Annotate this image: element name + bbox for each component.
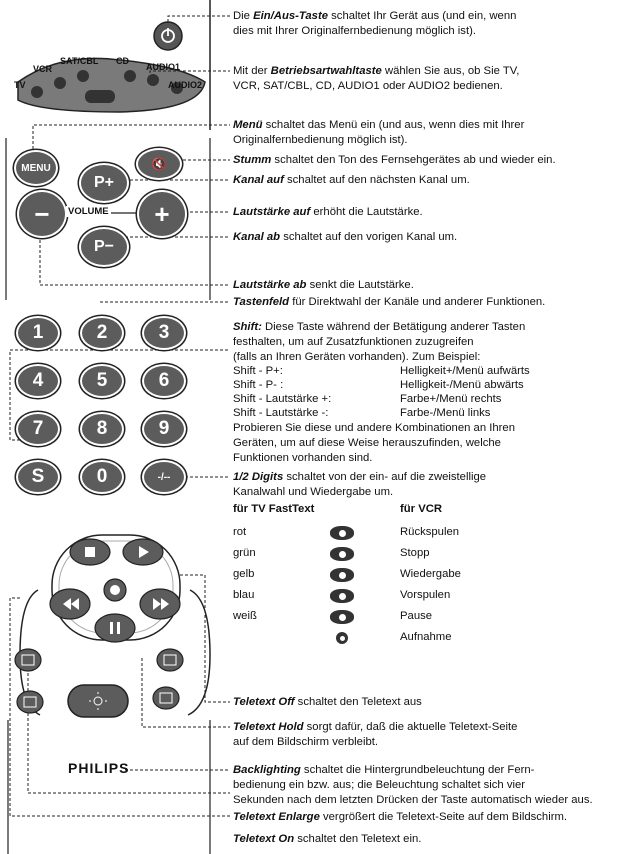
key-0[interactable]: 0: [80, 460, 124, 494]
key-6[interactable]: 6: [142, 364, 186, 398]
table-cell-vcr: Stopp: [400, 547, 430, 559]
table-cell-tv: rot: [233, 526, 247, 538]
mode-label-vcr: VCR: [33, 64, 53, 74]
record-icon: [336, 632, 348, 644]
desc-backlight-3: Sekunden nach dem letzten Drücken der Ta…: [233, 794, 593, 806]
shift-combo-fn: Helligkeit-/Menü abwärts: [400, 379, 524, 391]
desc-mode: Mit der Betriebsartwahltaste wählen Sie …: [233, 65, 520, 77]
desc-teletext-enlarge: Teletext Enlarge vergrößert die Teletext…: [233, 811, 568, 823]
desc-teletext-on: Teletext On schaltet den Teletext ein.: [233, 833, 422, 845]
key-2[interactable]: 2: [80, 316, 124, 350]
volume-label: VOLUME: [66, 206, 111, 217]
desc-shift-10: Funktionen vorhanden sind.: [233, 452, 373, 464]
desc-shift-2: festhalten, um auf Zusatzfunktionen zuzu…: [233, 336, 474, 348]
pause-icon: [330, 610, 354, 624]
desc-power-2: dies mit Ihrer Originalfernbedienung mög…: [233, 25, 476, 37]
desc-digits: 1/2 Digits schaltet von der ein- auf die…: [233, 471, 487, 483]
mute-icon: 🔇: [151, 157, 167, 171]
desc-teletext-hold-2: auf dem Bildschirm verbleibt.: [233, 736, 379, 748]
table-cell-vcr: Pause: [400, 610, 433, 622]
brand-logo: PHILIPS: [68, 760, 130, 776]
desc-mode-2: VCR, SAT/CBL, CD, AUDIO1 oder AUDIO2 bed…: [233, 80, 503, 92]
desc-backlight: Backlighting schaltet die Hintergrundbel…: [233, 764, 535, 776]
fast-forward-icon: [330, 589, 354, 603]
shift-combo-key: Shift - Lautstärke -:: [233, 407, 329, 419]
table-cell-vcr: Rückspulen: [400, 526, 460, 538]
teletext-off-button: [156, 648, 184, 672]
key-7[interactable]: 7: [16, 412, 60, 446]
table-header-tv: für TV FastText: [233, 503, 315, 515]
key-8[interactable]: 8: [80, 412, 124, 446]
desc-mute: Stumm schaltet den Ton des Fernsehgeräte…: [233, 154, 556, 166]
table-cell-vcr: Wiedergabe: [400, 568, 461, 580]
shift-key[interactable]: S: [16, 460, 60, 494]
table-cell-tv: blau: [233, 589, 255, 601]
teletext-hold-button: [152, 686, 180, 710]
play-icon: [330, 568, 354, 582]
mode-label-tv: TV: [14, 80, 26, 90]
teletext-on-button: [14, 648, 42, 672]
table-cell-tv: gelb: [233, 568, 255, 580]
desc-shift-8: Probieren Sie diese und andere Kombinati…: [233, 422, 515, 434]
desc-shift: Shift: Diese Taste während der Betätigun…: [233, 321, 526, 333]
channel-up-button[interactable]: P+: [79, 163, 129, 203]
volume-up-button[interactable]: +: [137, 190, 187, 238]
shift-combo-fn: Helligkeit+/Menü aufwärts: [400, 365, 530, 377]
key-3[interactable]: 3: [142, 316, 186, 350]
desc-teletext-hold: Teletext Hold sorgt dafür, daß die aktue…: [233, 721, 518, 733]
desc-power: Die Ein/Aus-Taste schaltet Ihr Gerät aus…: [233, 10, 517, 22]
key-9[interactable]: 9: [142, 412, 186, 446]
desc-volume-down: Lautstärke ab senkt die Lautstärke.: [233, 279, 414, 291]
mode-label-cd: CD: [116, 56, 129, 66]
desc-shift-9: Geräten, um auf diese Weise herauszufind…: [233, 437, 501, 449]
table-cell-vcr: Aufnahme: [400, 631, 452, 643]
desc-menu-2: Originalfernbedienung möglich ist).: [233, 134, 408, 146]
desc-keypad: Tastenfeld für Direktwahl der Kanäle und…: [233, 296, 546, 308]
stop-icon: [330, 547, 354, 561]
menu-button[interactable]: MENU: [14, 150, 58, 186]
desc-teletext-off: Teletext Off schaltet den Teletext aus: [233, 696, 422, 708]
key-4[interactable]: 4: [16, 364, 60, 398]
desc-digits-2: Kanalwahl und Wiedergabe um.: [233, 486, 394, 498]
desc-channel-down: Kanal ab schaltet auf den vorigen Kanal …: [233, 231, 458, 243]
mode-label-audio2: AUDIO2: [168, 80, 203, 90]
table-cell-vcr: Vorspulen: [400, 589, 451, 601]
channel-down-button[interactable]: P−: [79, 227, 129, 267]
desc-shift-3: (falls an Ihren Geräten vorhanden). Zum …: [233, 351, 481, 363]
digits-key[interactable]: -/--: [142, 460, 186, 494]
desc-menu: Menü schaltet das Menü ein (und aus, wen…: [233, 119, 525, 131]
backlight-button: [67, 684, 129, 718]
shift-combo-key: Shift - P+:: [233, 365, 283, 377]
shift-combo-key: Shift - P- :: [233, 379, 284, 391]
table-cell-tv: grün: [233, 547, 256, 559]
mode-label-satcbl: SAT/CBL: [60, 56, 99, 66]
table-cell-tv: weiß: [233, 610, 257, 622]
mode-label-audio1: AUDIO1: [146, 62, 181, 72]
key-5[interactable]: 5: [80, 364, 124, 398]
mute-button[interactable]: 🔇: [136, 148, 182, 180]
shift-combo-key: Shift - Lautstärke +:: [233, 393, 332, 405]
mode-selector-panel: [17, 57, 206, 113]
desc-volume-up: Lautstärke auf erhöht die Lautstärke.: [233, 206, 423, 218]
volume-down-button[interactable]: −: [17, 190, 67, 238]
shift-combo-fn: Farbe+/Menü rechts: [400, 393, 502, 405]
rewind-icon: [330, 526, 354, 540]
teletext-enlarge-button: [16, 690, 44, 714]
pause-button: [94, 613, 136, 643]
key-1[interactable]: 1: [16, 316, 60, 350]
shift-combo-fn: Farbe-/Menü links: [400, 407, 491, 419]
desc-backlight-2: bedienung ein bzw. aus; die Beleuchtung …: [233, 779, 526, 791]
table-header-vcr: für VCR: [400, 503, 443, 515]
desc-channel-up: Kanal auf schaltet auf den nächsten Kana…: [233, 174, 470, 186]
